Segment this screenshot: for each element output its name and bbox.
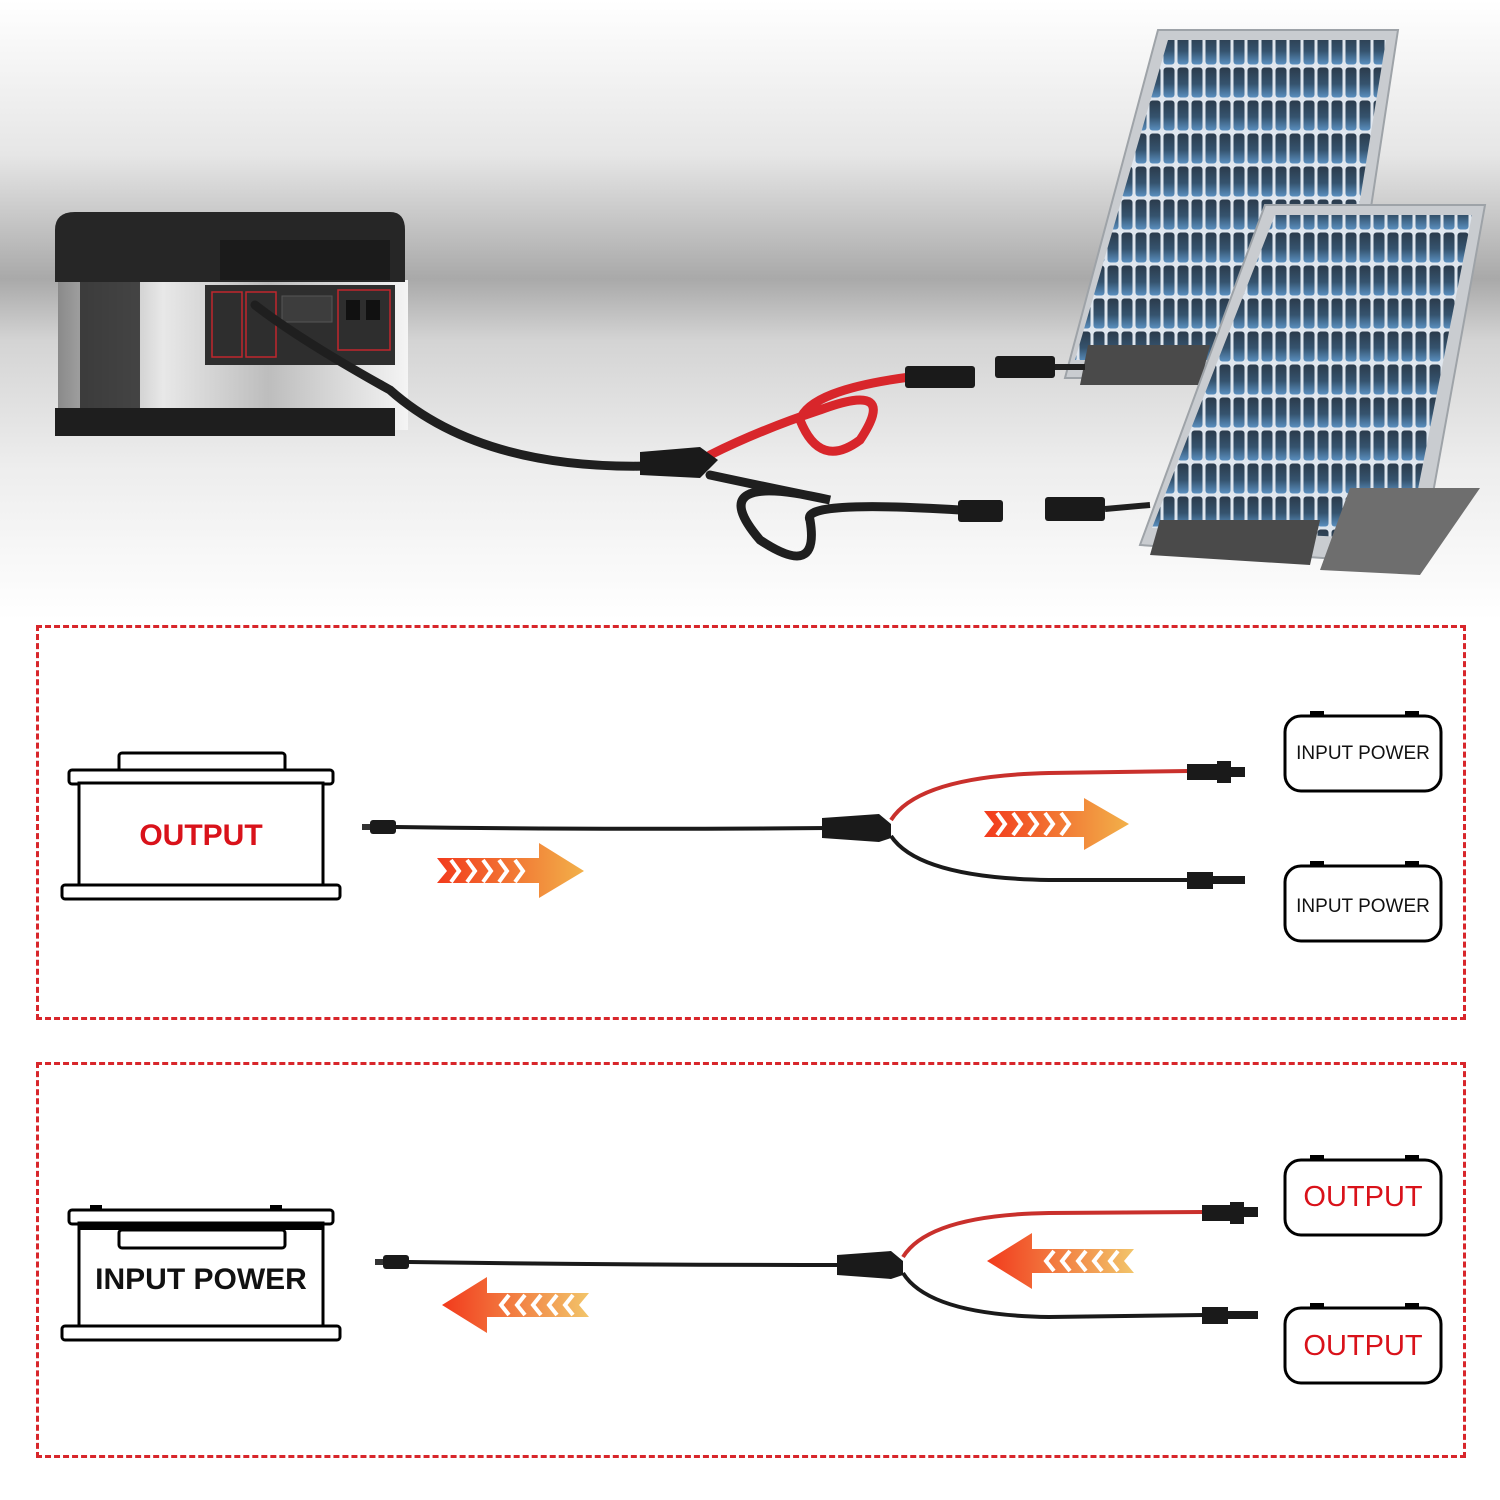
y-branch-cable-photo	[250, 300, 1151, 561]
y-branch-hub	[640, 447, 718, 478]
ac-outlet-1	[346, 300, 360, 320]
mc4-male-connector	[1202, 1307, 1258, 1324]
ac-outlet-group	[337, 289, 391, 351]
mc4-connector-panel-2	[1045, 497, 1105, 521]
flow-arrow-right-1	[437, 843, 584, 898]
source-label: OUTPUT	[139, 819, 262, 852]
battery-source-icon	[60, 751, 342, 901]
station-base	[55, 408, 395, 436]
flow-arrow-right-2	[984, 798, 1129, 850]
y-branch-hub	[837, 1251, 903, 1279]
diagram-panel-output-to-input: OUTPUT	[36, 625, 1466, 1020]
dc-plug-cable	[375, 1255, 845, 1269]
station-handle-slot	[220, 240, 390, 280]
red-branch-cable	[889, 769, 1190, 822]
battery-output-1	[1283, 1155, 1443, 1237]
dc-plug-cable	[362, 820, 830, 834]
diagram-panel-input-from-outputs: INPUT POWER	[36, 1062, 1466, 1458]
battery-destination-icon	[60, 1205, 342, 1342]
solar-panel-2	[1138, 204, 1487, 575]
destination-label: INPUT POWER	[95, 1263, 307, 1296]
product-scene	[0, 0, 1500, 620]
battery-target-1	[1283, 711, 1443, 793]
black-branch-cable	[901, 1271, 1205, 1320]
flow-arrow-left-1	[442, 1277, 589, 1333]
mc4-female-connector	[1202, 1202, 1258, 1224]
output-label-1: OUTPUT	[1303, 1181, 1423, 1213]
port-group-1	[211, 291, 243, 358]
black-branch-cable	[889, 834, 1189, 882]
lcd-screen	[281, 295, 333, 323]
power-station	[55, 212, 408, 436]
mc4-connector-male	[958, 500, 1003, 522]
mc4-male-connector	[1187, 872, 1245, 889]
battery-target-2	[1283, 861, 1443, 943]
flow-arrow-left-2	[987, 1233, 1134, 1289]
red-branch-cable	[901, 1210, 1205, 1259]
y-branch-hub	[822, 814, 891, 842]
target-label-2: INPUT POWER	[1296, 896, 1430, 917]
mc4-female-connector	[1187, 761, 1245, 783]
battery-output-2	[1283, 1303, 1443, 1385]
mc4-connector-female	[905, 366, 975, 388]
target-label-1: INPUT POWER	[1296, 743, 1430, 764]
output-label-2: OUTPUT	[1303, 1330, 1423, 1362]
station-vent	[80, 280, 140, 420]
mc4-connector-panel-1	[995, 356, 1055, 378]
ac-outlet-2	[366, 300, 380, 320]
